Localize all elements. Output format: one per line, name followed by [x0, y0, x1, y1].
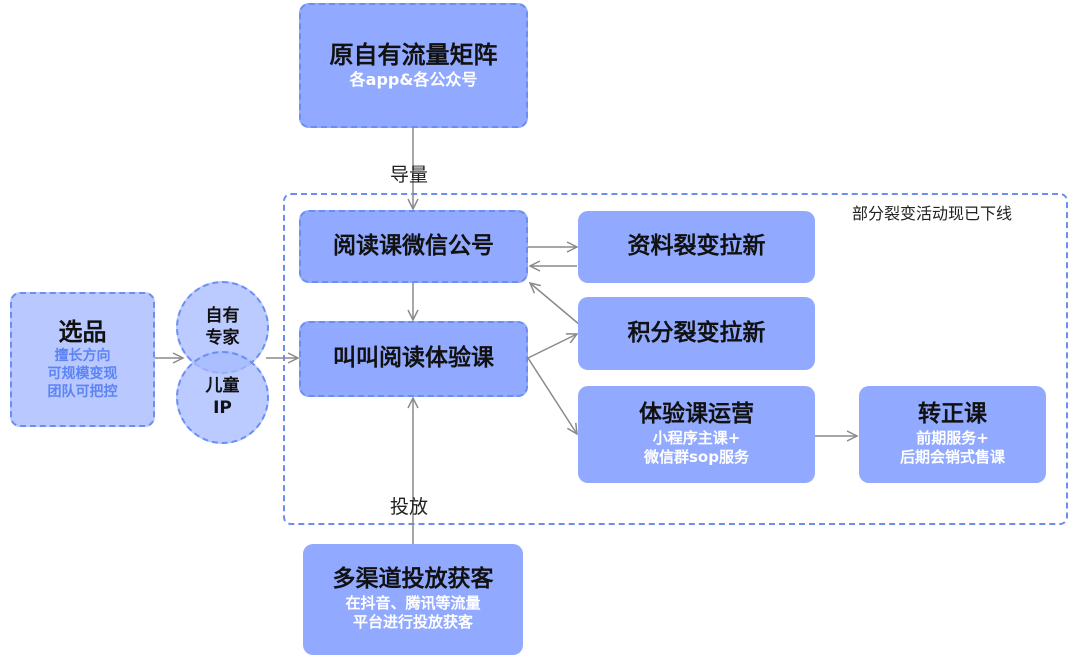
node-selection: 选品 擅长方向 可规模变现 团队可把控: [10, 292, 155, 427]
node-multi-channel-line-1: 在抖音、腾讯等流量: [345, 593, 481, 612]
node-regular-course-line-1: 前期服务+: [916, 428, 989, 447]
node-material-fission: 资料裂变拉新: [578, 211, 815, 283]
fission-activity-group: [283, 193, 1068, 525]
node-traffic-matrix-sub: 各app&各公众号: [349, 69, 478, 89]
node-trial-ops: 体验课运营 小程序主课+ 微信群sop服务: [578, 386, 815, 483]
node-multi-channel-title: 多渠道投放获客: [332, 566, 494, 593]
node-regular-course: 转正课 前期服务+ 后期会销式售课: [859, 386, 1046, 483]
node-trial-ops-line-2: 微信群sop服务: [644, 448, 749, 467]
node-points-fission: 积分裂变拉新: [578, 297, 815, 370]
node-wechat-account-title: 阅读课微信公号: [333, 232, 494, 259]
node-trial-ops-line-1: 小程序主课+: [652, 428, 741, 447]
group-note: 部分裂变活动现已下线: [852, 204, 1013, 223]
node-kids-ip-line-2: IP: [213, 397, 232, 418]
node-multi-channel: 多渠道投放获客 在抖音、腾讯等流量 平台进行投放获客: [303, 544, 523, 655]
node-wechat-account: 阅读课微信公号: [299, 210, 528, 283]
node-material-fission-title: 资料裂变拉新: [627, 233, 766, 260]
node-regular-course-title: 转正课: [918, 401, 987, 428]
node-traffic-matrix-title: 原自有流量矩阵: [329, 40, 498, 69]
node-selection-line-2: 可规模变现: [47, 365, 118, 382]
node-kids-ip-line-1: 儿童: [205, 376, 240, 397]
node-traffic-matrix: 原自有流量矩阵 各app&各公众号: [299, 3, 528, 128]
node-kids-ip: 儿童 IP: [176, 351, 269, 444]
node-points-fission-title: 积分裂变拉新: [627, 319, 766, 346]
node-trial-course: 叫叫阅读体验课: [299, 321, 528, 397]
node-selection-line-3: 团队可把控: [47, 383, 118, 400]
node-selection-title: 选品: [58, 317, 107, 346]
edge-label-traffic-guide: 导量: [390, 164, 429, 186]
node-multi-channel-line-2: 平台进行投放获客: [352, 613, 473, 632]
node-trial-course-title: 叫叫阅读体验课: [333, 345, 494, 372]
node-regular-course-line-2: 后期会销式售课: [899, 448, 1005, 467]
node-expert-line-2: 专家: [205, 327, 240, 348]
node-expert-line-1: 自有: [205, 306, 240, 327]
edge-label-ad-placement: 投放: [390, 496, 429, 518]
node-trial-ops-title: 体验课运营: [639, 401, 754, 428]
node-selection-line-1: 擅长方向: [54, 347, 111, 364]
node-expert: 自有 专家: [176, 281, 269, 374]
